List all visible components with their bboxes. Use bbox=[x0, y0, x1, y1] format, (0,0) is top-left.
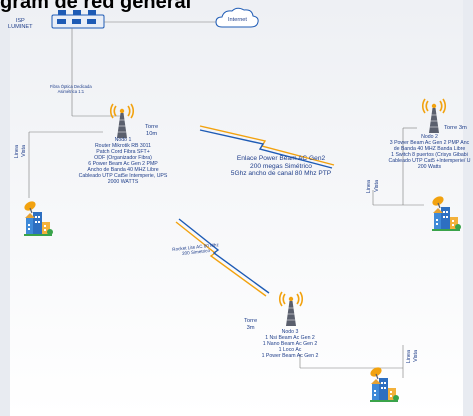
line-of-sight-label-bottom: Linea bbox=[406, 350, 412, 364]
isp-label-line2: LUMINET bbox=[8, 24, 33, 31]
los-mid-word2: Vista bbox=[374, 180, 380, 192]
nodo2-line: 1 Switch 8 puertos (Crisys Gibabi bbox=[391, 152, 468, 159]
line-of-sight-label-mid-2: Vista bbox=[374, 180, 380, 192]
los-left-word2: Vista bbox=[21, 145, 27, 157]
nodo3-line: Nodo 3 bbox=[281, 329, 299, 335]
torre1-label: Torre 10m bbox=[145, 124, 158, 137]
nodo1-line: Router Mikrotik RB 3011 bbox=[94, 143, 152, 150]
nodo1-line: ODF (Organizador Fibra) bbox=[94, 155, 152, 162]
isp-label: ISP LUMINET bbox=[8, 18, 33, 31]
ptp-link-line: 5Ghz ancho de canal 80 Mhz PTP bbox=[230, 170, 332, 178]
internet-cloud-icon bbox=[215, 7, 259, 28]
ptp-link-details: Enlace Power Beam AC Gen2 200 megas Simé… bbox=[222, 155, 340, 178]
nodo2-line: Nodo 2 bbox=[421, 134, 438, 140]
los-left-word1: Linea bbox=[14, 145, 20, 159]
nodo2-line: 200 Watts bbox=[417, 164, 442, 171]
nodo1-details: Nodo 1 Router Mikrotik RB 3011 Patch Cor… bbox=[62, 137, 184, 185]
nodo1-line: Cableado UTP Cat5e Intemperie, UPS bbox=[78, 173, 168, 180]
nodo1-line: Ancho de Banda 40 MHZ Libre bbox=[87, 167, 159, 174]
line-of-sight-label-bottom-2: Vista bbox=[413, 350, 419, 362]
fiber-link-line2: Asimétrica 1:1 bbox=[57, 88, 85, 94]
ptp-link-blue bbox=[199, 129, 333, 169]
nodo1-line: Nodo 1 bbox=[114, 137, 132, 143]
nodo3-details: Nodo 3 1 Nsi Beam Ac Gen 2 1 Nano Beam A… bbox=[248, 329, 332, 359]
torre3-label: Torre 3m bbox=[244, 318, 257, 331]
rocket-link-blue bbox=[178, 218, 270, 294]
line-of-sight-label-mid: Linea bbox=[366, 180, 372, 194]
torre3-line2: 3m bbox=[246, 324, 255, 331]
line-of-sight-label-left-2: Vista bbox=[21, 145, 27, 157]
line-of-sight-label-left: Linea bbox=[14, 145, 20, 159]
nodo3-line: 1 Loco Ac bbox=[278, 347, 302, 354]
nodo2-line: de Banda 40 MHZ Banda Libre bbox=[393, 146, 466, 153]
los-mid-word1: Linea bbox=[366, 180, 372, 194]
nodo2-line: Cableado UTP Cat5 +Intemperie/ U bbox=[388, 158, 471, 165]
ptp-link-line: Enlace Power Beam AC Gen2 bbox=[236, 155, 326, 162]
diagram-heading: gram de red general bbox=[0, 0, 192, 13]
torre2-label: Torre 3m bbox=[444, 125, 467, 131]
nodo1-line: 6 Power Beam Ac Gen 2 PMP bbox=[88, 161, 158, 168]
los-bottom-word2: Vista bbox=[413, 350, 419, 362]
left-edge-shade bbox=[0, 0, 10, 416]
fiber-link-label: Fibra Óptica Dedicada Asimétrica 1:1 bbox=[50, 84, 92, 95]
right-edge-shade bbox=[463, 0, 473, 416]
nodo1-line: Patch Cord Fibra SFT+ bbox=[96, 149, 150, 156]
nodo3-line: 1 Nsi Beam Ac Gen 2 bbox=[265, 335, 315, 342]
nodo2-details: Nodo 2 3 Power Beam Ac Gen 2 PMP Anc de … bbox=[386, 134, 473, 170]
nodo3-line: 1 Power Beam Ac Gen 2 bbox=[261, 353, 319, 360]
nodo2-line: 3 Power Beam Ac Gen 2 PMP Anc bbox=[389, 140, 470, 147]
nodo3-line: 1 Nano Beam Ac Gen 2 bbox=[262, 341, 318, 348]
torre1-line2: 10m bbox=[145, 130, 158, 137]
torre3-line1: Torre bbox=[244, 318, 258, 324]
los-bottom-word1: Linea bbox=[406, 350, 412, 364]
ptp-link-line: 200 megas Simétrico bbox=[250, 162, 312, 170]
fiber-link-line1: Fibra Óptica Dedicada bbox=[50, 84, 92, 89]
internet-label: Internet bbox=[228, 17, 247, 23]
isp-router-icon bbox=[51, 10, 105, 29]
isp-label-line1: ISP bbox=[15, 18, 25, 24]
rocket-link-orange bbox=[175, 221, 267, 297]
nodo1-line: 2000 WATTS bbox=[107, 179, 139, 186]
torre1-line1: Torre bbox=[145, 124, 159, 130]
